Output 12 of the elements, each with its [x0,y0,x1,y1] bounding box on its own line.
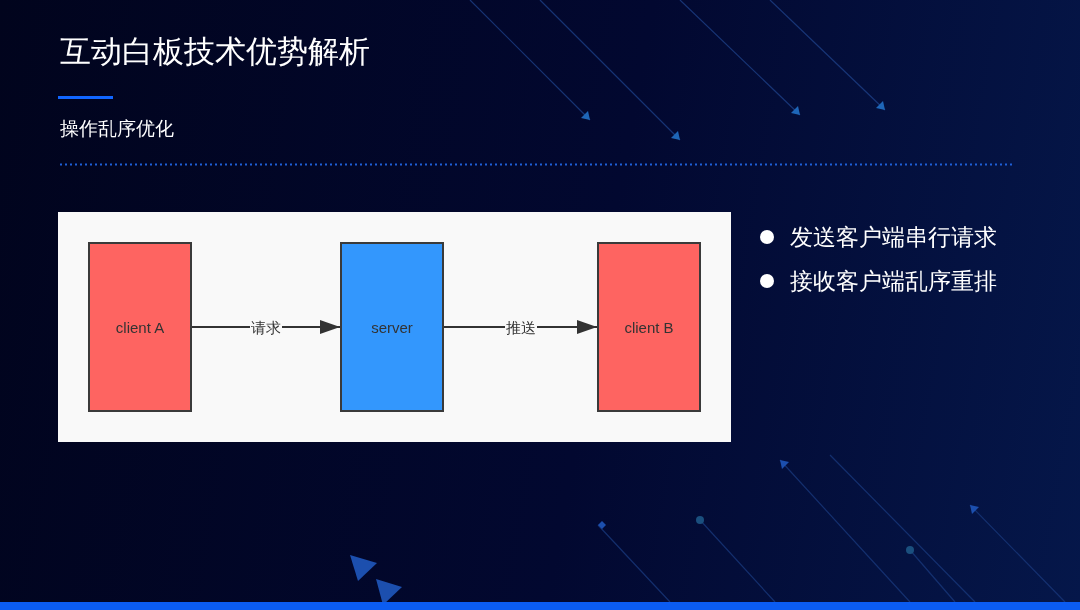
section-subtitle: 操作乱序优化 [60,117,174,141]
edge-label: 推送 [504,319,537,337]
bullet-text: 接收客户端乱序重排 [790,267,997,296]
process-box [597,242,701,412]
bullet-text: 发送客户端串行请求 [790,223,997,252]
edge-label: 请求 [250,319,282,337]
node-label: client B [624,318,674,336]
process-box [340,242,444,412]
node-label: client A [115,318,165,336]
process-box [88,242,192,412]
node-label: server [371,318,413,336]
slide-title: 互动白板技术优势解析 [60,33,370,71]
